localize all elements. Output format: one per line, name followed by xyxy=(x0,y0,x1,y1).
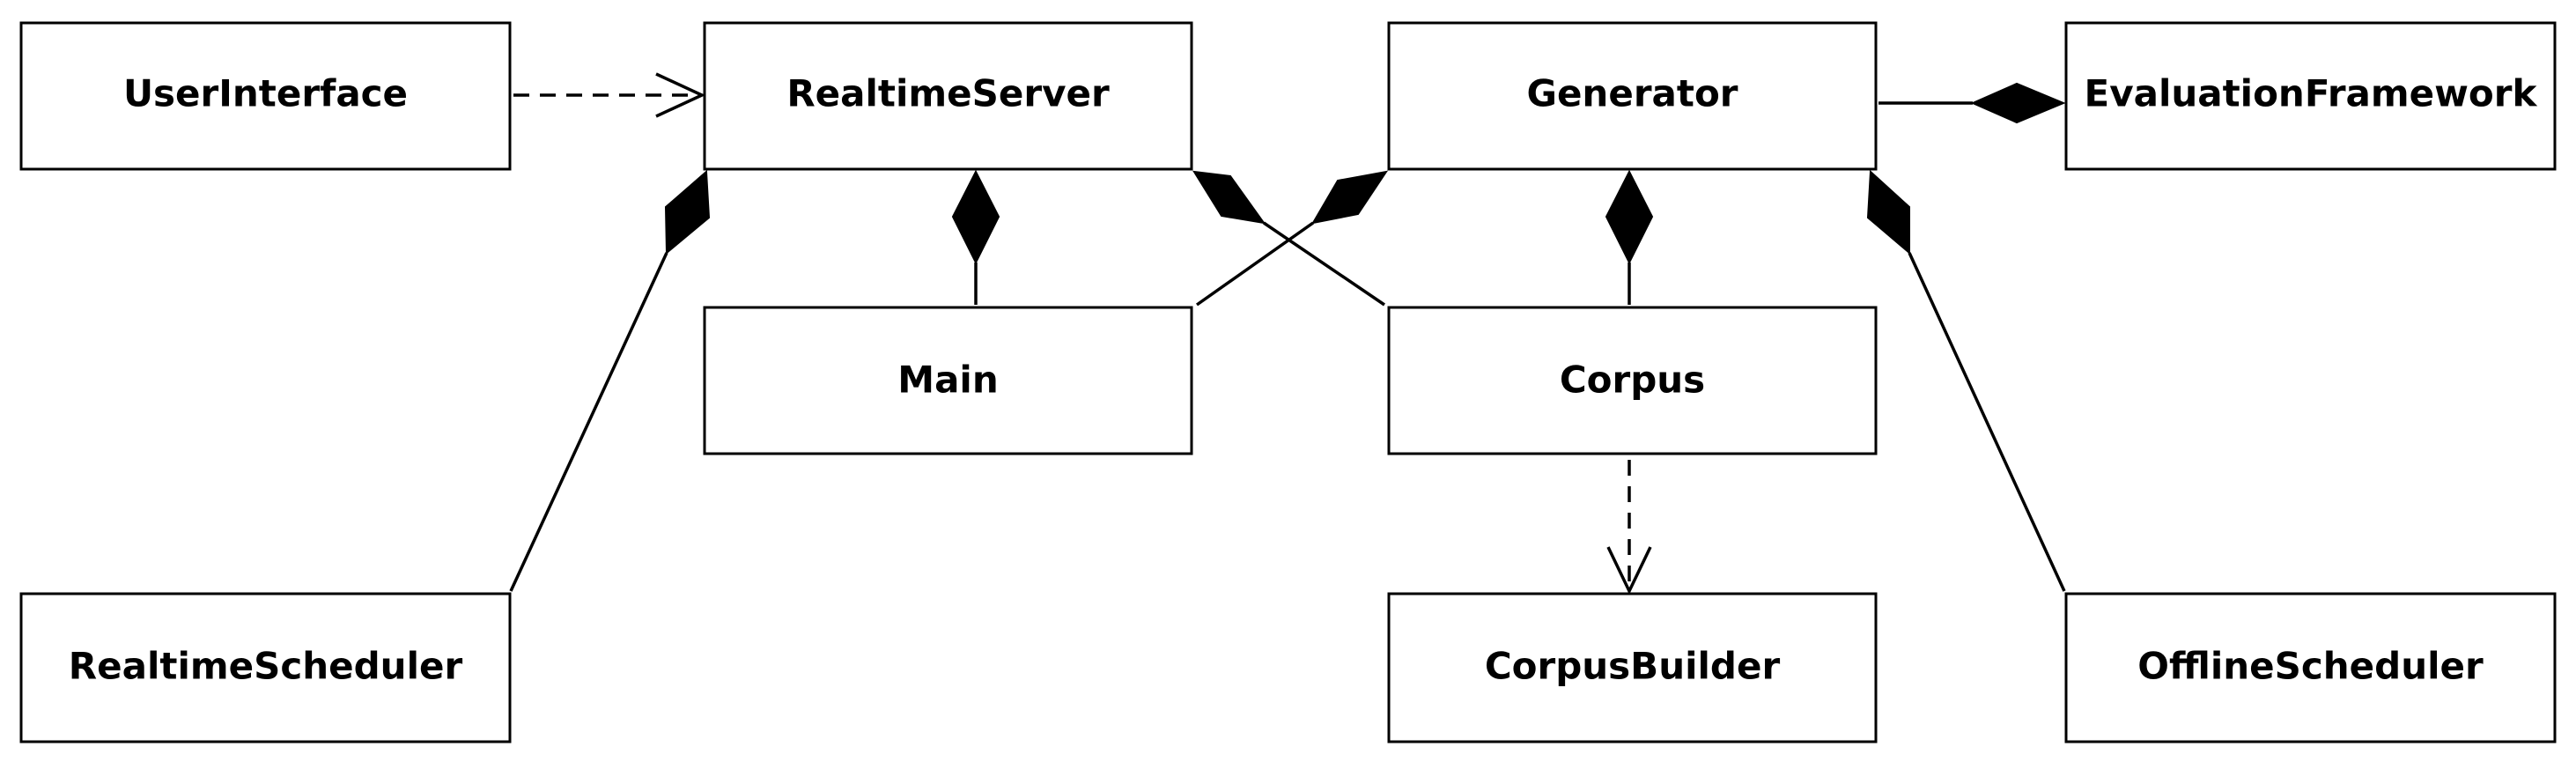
edge-offlinescheduler-generator xyxy=(1866,169,2066,592)
edge-generator-evaluationframework xyxy=(1878,82,2066,124)
class-box-realtimescheduler: RealtimeScheduler xyxy=(19,592,512,743)
class-box-generator: Generator xyxy=(1387,21,1878,171)
edge-realtimescheduler-realtimeserver xyxy=(509,169,711,592)
class-name-main: Main xyxy=(897,359,998,402)
class-box-userinterface: UserInterface xyxy=(19,21,512,171)
edge-userinterface-to-realtimeserver xyxy=(513,72,706,118)
class-name-realtimescheduler: RealtimeScheduler xyxy=(69,645,463,688)
class-box-offlinescheduler: OfflineScheduler xyxy=(2064,592,2557,743)
class-box-realtimeserver: RealtimeServer xyxy=(703,21,1193,171)
class-name-offlinescheduler: OfflineScheduler xyxy=(2137,645,2484,688)
edge-corpus-to-corpusbuilder xyxy=(1606,460,1652,595)
class-name-corpus: Corpus xyxy=(1560,359,1705,402)
class-box-evaluationframework: EvaluationFramework xyxy=(2064,21,2557,171)
edge-corpus-realtimeserver xyxy=(1192,170,1385,307)
class-name-evaluationframework: EvaluationFramework xyxy=(2085,72,2538,115)
class-box-corpusbuilder: CorpusBuilder xyxy=(1387,592,1878,743)
edge-main-generator xyxy=(1195,170,1389,307)
class-name-generator: Generator xyxy=(1526,72,1738,115)
edge-corpus-generator xyxy=(1605,169,1654,305)
class-name-realtimeserver: RealtimeServer xyxy=(786,72,1110,115)
class-box-corpus: Corpus xyxy=(1387,306,1878,455)
class-name-corpusbuilder: CorpusBuilder xyxy=(1485,645,1781,688)
class-box-main: Main xyxy=(703,306,1193,455)
class-name-userinterface: UserInterface xyxy=(123,72,408,115)
edge-main-realtimeserver xyxy=(951,169,1000,305)
